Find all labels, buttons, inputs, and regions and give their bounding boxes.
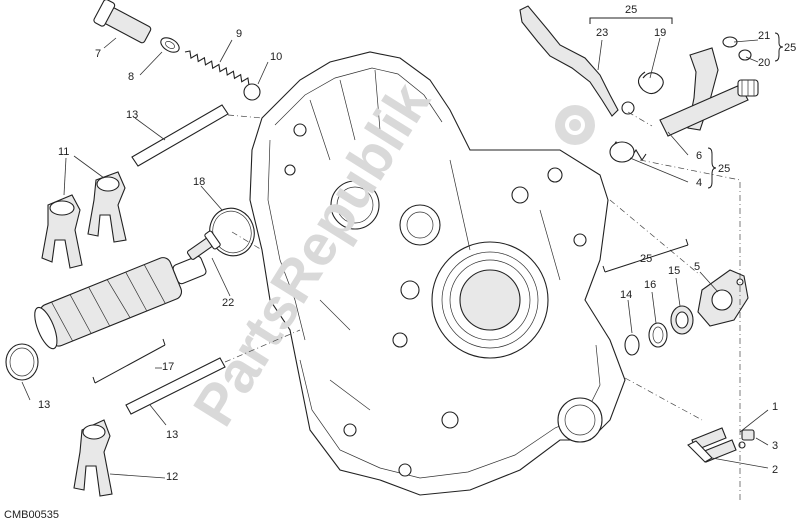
part-14-circlip bbox=[5, 343, 39, 381]
group-brackets bbox=[92, 17, 784, 384]
callout-13-lower-label: 13 bbox=[166, 429, 178, 441]
callout-8: 8 bbox=[128, 71, 134, 83]
part-4-spring bbox=[609, 140, 647, 163]
callout-10: 10 bbox=[270, 51, 282, 63]
part-23-pin bbox=[186, 230, 221, 260]
callout-15: 14 bbox=[620, 289, 632, 301]
callout-7: 7 bbox=[95, 48, 101, 60]
callout-19: 18 bbox=[193, 176, 205, 188]
callout-2: 2 bbox=[772, 464, 778, 476]
callout-18: 17 bbox=[162, 361, 174, 373]
callout-4: 4 bbox=[696, 177, 702, 189]
callout-9: 9 bbox=[236, 28, 242, 40]
callout-25-top: 25 bbox=[625, 4, 637, 16]
callout-1: 1 bbox=[772, 401, 778, 413]
part-13-rod-upper bbox=[131, 104, 229, 167]
part-11-shift-forks bbox=[41, 171, 127, 269]
callout-25-mid: 25 bbox=[718, 163, 730, 175]
callout-5: 5 bbox=[694, 261, 700, 273]
callout-13-upper: 13 bbox=[126, 109, 138, 121]
part-21-22-shaft-assembly bbox=[659, 36, 759, 137]
leader-lines bbox=[21, 37, 769, 479]
callout-3: 3 bbox=[772, 440, 778, 452]
callout-20: 19 bbox=[654, 27, 666, 39]
callout-labels: 7 8 9 10 13 11 18 22 17 13 13 13 12 25 2… bbox=[38, 4, 796, 483]
callout-12: 12 bbox=[166, 471, 178, 483]
callout-23: 22 bbox=[222, 297, 234, 309]
callout-24: 23 bbox=[596, 27, 608, 39]
part-18-selector-drum bbox=[34, 255, 207, 350]
callout-22: 21 bbox=[758, 30, 770, 42]
parts-15-16-17-rings bbox=[624, 305, 694, 356]
part-13-rod-lower bbox=[125, 357, 226, 415]
diagram-code: CMB00535 bbox=[4, 509, 59, 521]
parts-1-2-3-screws bbox=[687, 427, 755, 463]
callout-6: 6 bbox=[696, 150, 702, 162]
callout-21: 20 bbox=[758, 57, 770, 69]
part-9-spring bbox=[184, 50, 250, 86]
part-20-spring bbox=[637, 71, 664, 95]
part-8-washer bbox=[160, 37, 180, 53]
callout-14: 13 bbox=[38, 399, 50, 411]
callout-16: 15 bbox=[668, 265, 680, 277]
part-24-shift-lever bbox=[519, 5, 635, 117]
part-12-shift-fork bbox=[73, 419, 113, 497]
crankcase-half bbox=[249, 51, 626, 496]
gear-logo-icon bbox=[555, 105, 595, 145]
callout-11: 11 bbox=[58, 146, 69, 158]
callout-17: 16 bbox=[644, 279, 656, 291]
alignment-lines bbox=[224, 111, 741, 500]
callout-25-right: 25 bbox=[784, 42, 796, 54]
part-7-bolt bbox=[93, 0, 152, 44]
part-10-ball bbox=[243, 83, 261, 101]
callout-25-lower: 25 bbox=[640, 253, 652, 265]
